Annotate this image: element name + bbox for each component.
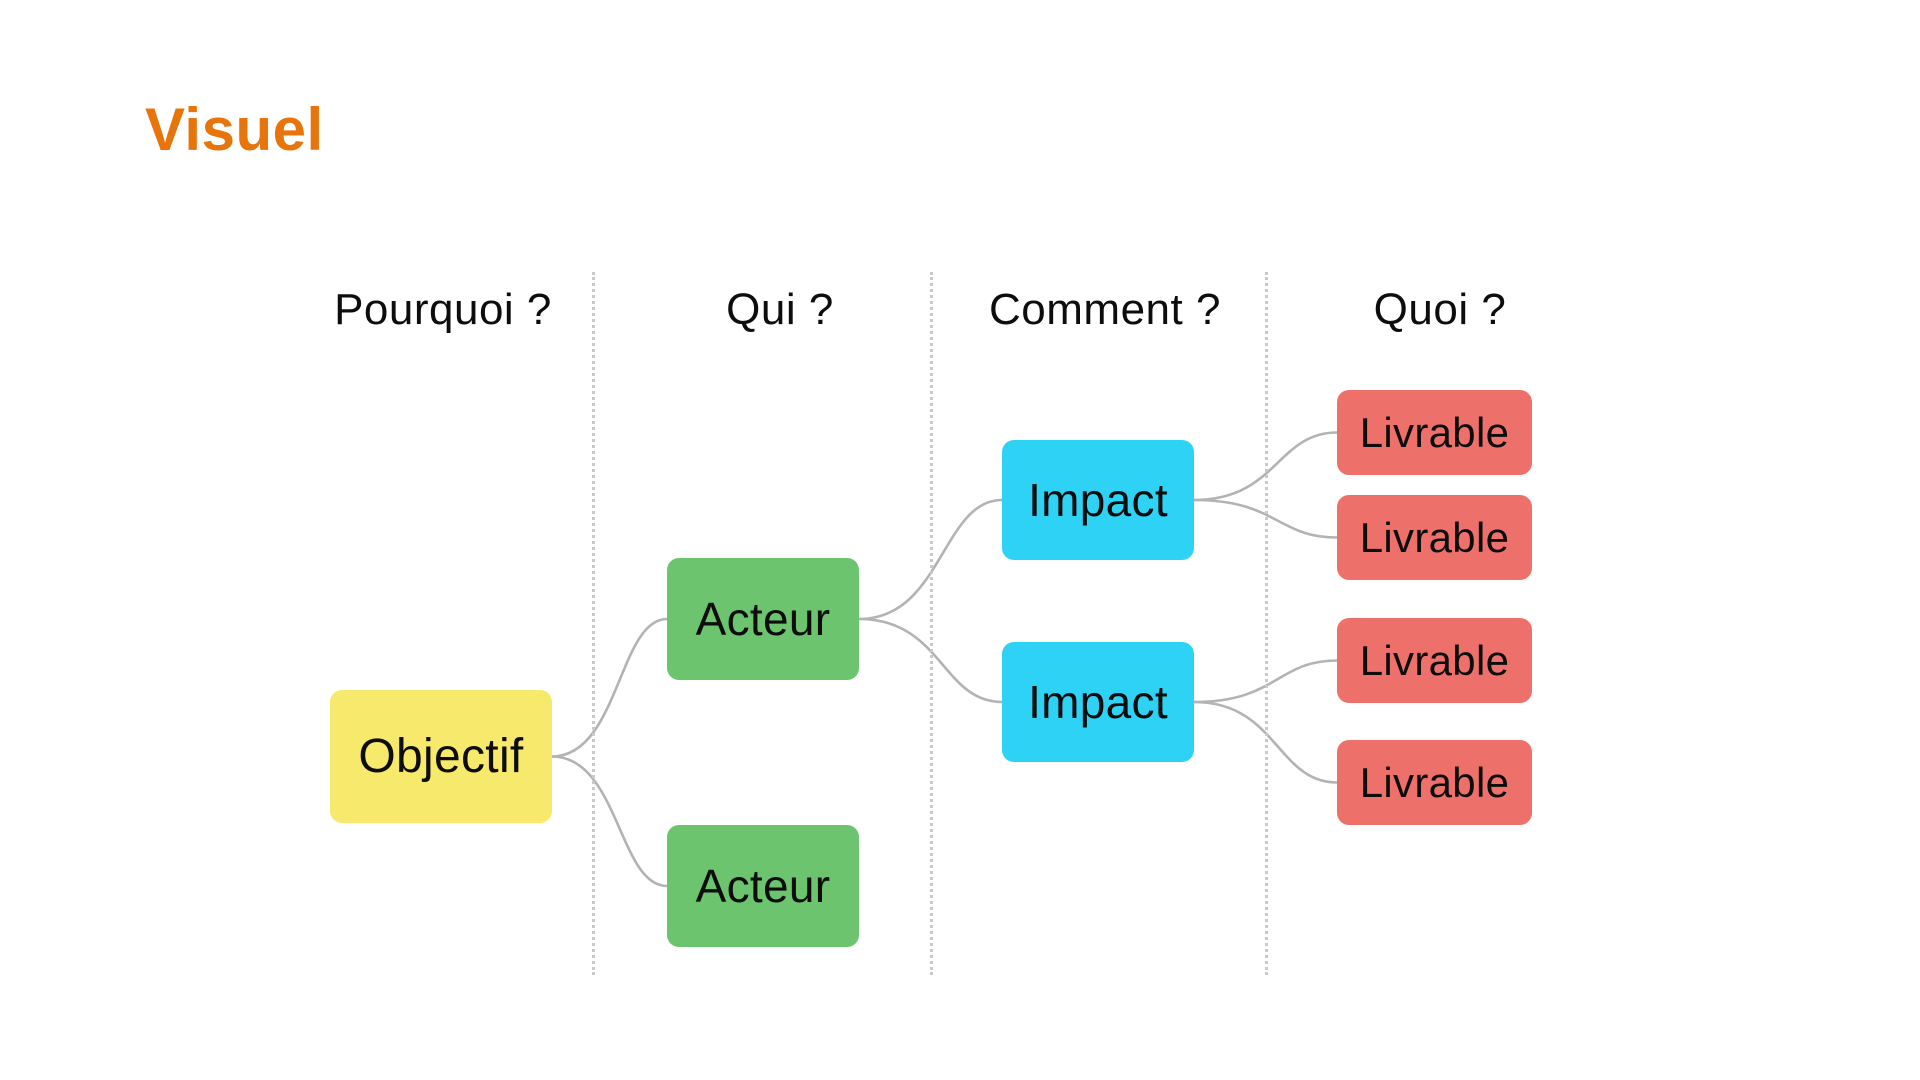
node-objectif[interactable]: Objectif: [330, 690, 552, 823]
node-livrable-3[interactable]: Livrable: [1337, 618, 1532, 703]
node-acteur-2[interactable]: Acteur: [667, 825, 859, 947]
edge-objectif-acteur-1: [550, 617, 669, 758]
edge-objectif-acteur-2: [550, 755, 669, 888]
node-label: Objectif: [358, 729, 524, 783]
column-header-qui: Qui ?: [726, 285, 834, 334]
node-label: Acteur: [695, 860, 831, 912]
node-livrable-2[interactable]: Livrable: [1337, 495, 1532, 580]
node-impact-2[interactable]: Impact: [1002, 642, 1194, 762]
node-label: Livrable: [1359, 408, 1510, 456]
column-header-pourquoi: Pourquoi ?: [334, 285, 552, 334]
column-divider-3: [1265, 272, 1268, 975]
node-label: Impact: [1028, 474, 1168, 526]
node-livrable-4[interactable]: Livrable: [1337, 740, 1532, 825]
node-impact-1[interactable]: Impact: [1002, 440, 1194, 560]
node-label: Impact: [1028, 676, 1168, 728]
node-label: Acteur: [695, 593, 831, 645]
node-label: Livrable: [1359, 513, 1510, 561]
node-acteur-1[interactable]: Acteur: [667, 558, 859, 680]
node-livrable-1[interactable]: Livrable: [1337, 390, 1532, 475]
column-divider-1: [592, 272, 595, 975]
column-header-quoi: Quoi ?: [1373, 285, 1507, 334]
node-label: Livrable: [1359, 758, 1510, 806]
page-title: Visuel: [145, 96, 324, 163]
column-header-comment: Comment ?: [989, 285, 1221, 334]
node-label: Livrable: [1359, 636, 1510, 684]
column-divider-2: [930, 272, 933, 975]
